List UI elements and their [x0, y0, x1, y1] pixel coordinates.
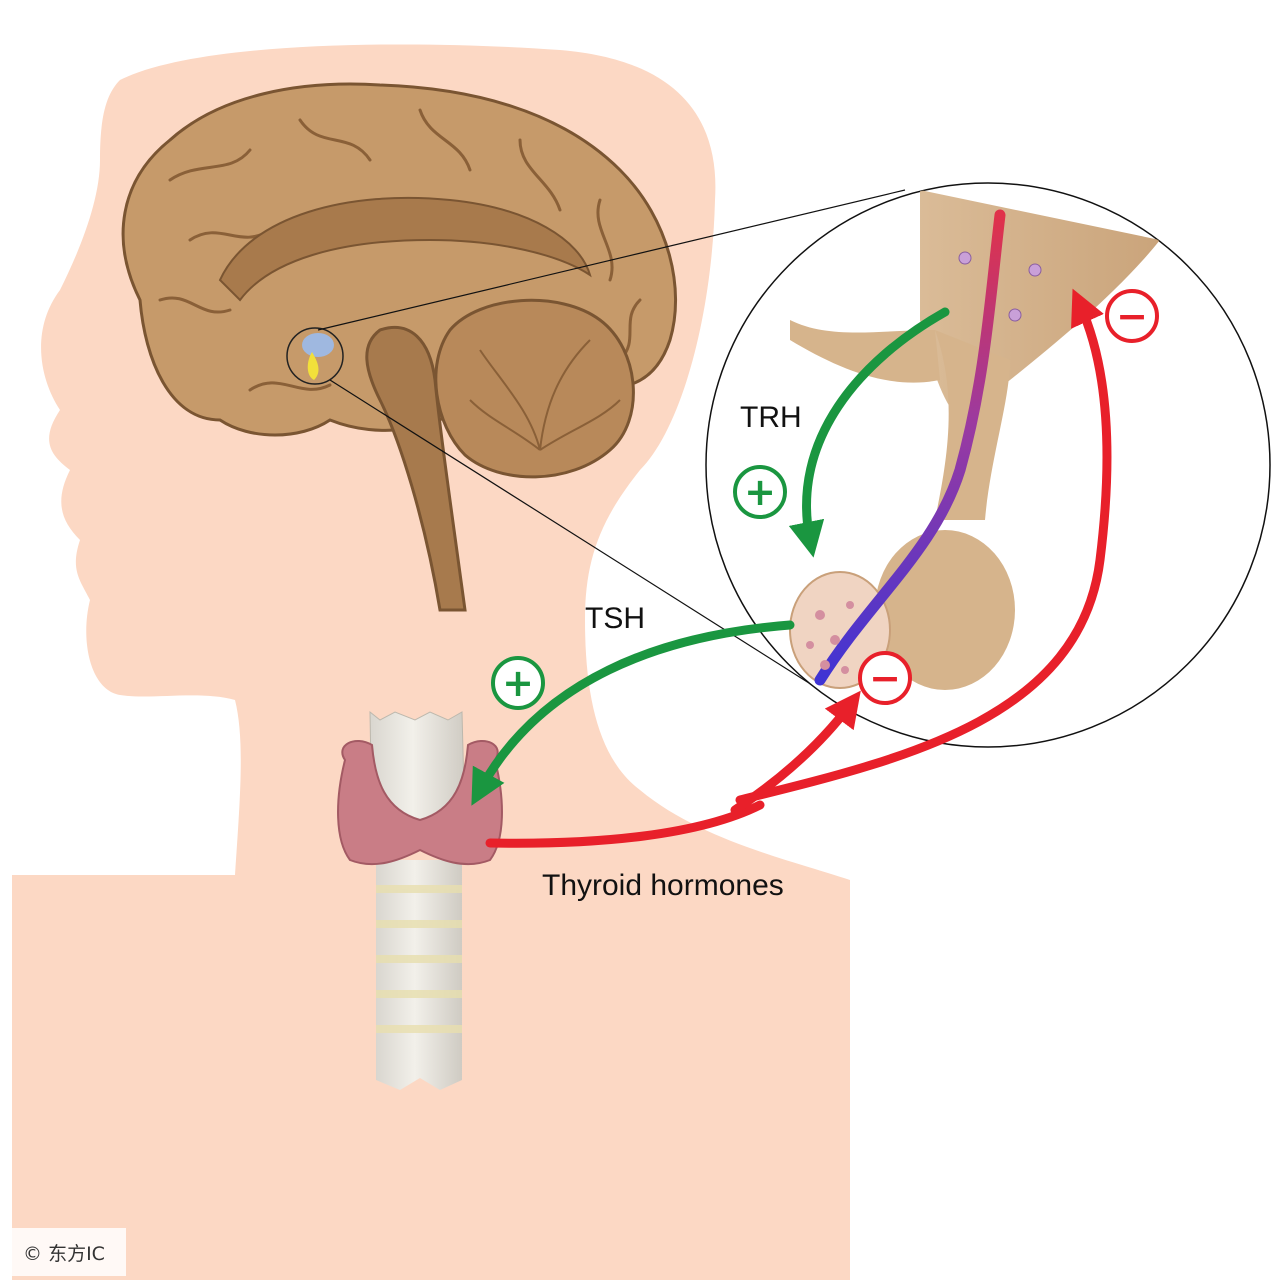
zoom-source-circle	[286, 327, 344, 385]
tsh-stimulate-arrow	[471, 620, 795, 806]
brain-folds	[158, 108, 642, 392]
hypothalamus-highlight	[302, 333, 334, 357]
corpus-callosum	[218, 196, 592, 302]
label-trh: TRH	[740, 401, 802, 434]
portal-vessel	[814, 209, 1006, 686]
inhibit-hypothalamus-arrow	[735, 288, 1112, 805]
magnified-view	[705, 182, 1271, 748]
plus-sign-trh: +	[733, 465, 787, 519]
pituitary-small	[307, 352, 319, 380]
trachea	[369, 710, 466, 1090]
minus-sign-pituitary: −	[858, 651, 912, 705]
label-tsh: TSH	[585, 602, 645, 635]
neurons	[958, 251, 1042, 322]
plus-sign-tsh: +	[491, 656, 545, 710]
svg-text:−: −	[1116, 294, 1148, 338]
anterior-pituitary	[789, 571, 891, 689]
watermark: © 东方IC	[2, 1228, 126, 1276]
trh-stimulate-arrow	[788, 307, 950, 558]
brainstem	[365, 325, 467, 612]
trachea-rings	[376, 885, 462, 1033]
endocrine-cells	[806, 601, 854, 674]
zoom-line-upper	[317, 189, 906, 331]
zoom-line-lower	[329, 379, 821, 691]
minus-sign-hypothalamus: −	[1105, 289, 1159, 343]
thyroid-hormones-arrow-base	[485, 800, 765, 848]
svg-text:−: −	[869, 656, 901, 700]
svg-text:+: +	[502, 661, 534, 705]
cerebellum	[434, 298, 635, 479]
brain	[121, 82, 677, 612]
cerebellum-branches	[469, 339, 621, 451]
svg-text:+: +	[744, 470, 776, 514]
label-thyroid-hormones: Thyroid hormones	[542, 869, 784, 902]
